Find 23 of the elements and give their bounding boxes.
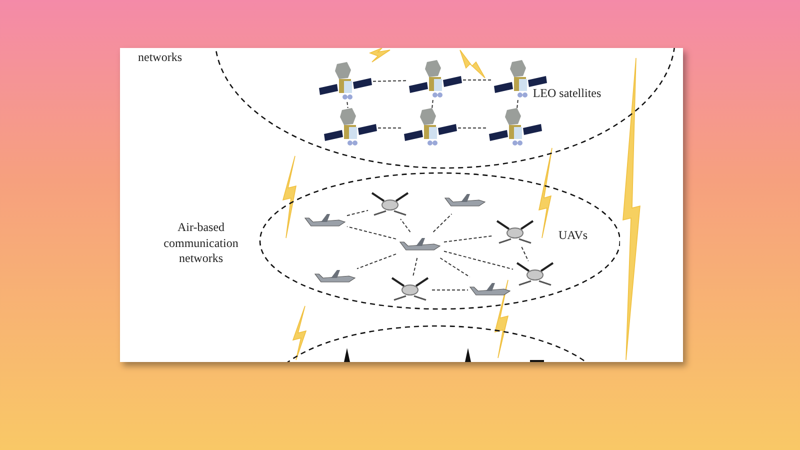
link-line bbox=[346, 226, 396, 240]
link-line bbox=[440, 258, 470, 278]
satellite-icon bbox=[322, 108, 378, 148]
satellite-icon bbox=[317, 62, 373, 102]
link-line bbox=[400, 218, 411, 232]
zone-label: Air-based communication networks bbox=[162, 220, 240, 267]
link-line bbox=[346, 102, 348, 108]
link-line bbox=[444, 235, 494, 242]
link-line bbox=[432, 100, 434, 108]
zone-label: LEO satellites bbox=[532, 86, 602, 102]
link-line bbox=[432, 214, 452, 232]
link-line bbox=[356, 254, 396, 270]
link-line bbox=[521, 246, 529, 262]
zone-label: networks bbox=[138, 50, 182, 66]
link-line bbox=[444, 250, 514, 270]
link-line bbox=[516, 100, 518, 108]
zone-label: UAVs bbox=[557, 228, 589, 244]
link-line bbox=[346, 210, 368, 216]
link-line bbox=[372, 80, 408, 82]
satellite-icon bbox=[487, 108, 543, 148]
link-line bbox=[412, 258, 418, 276]
satellite-icon bbox=[402, 108, 458, 148]
satellite-icon bbox=[407, 60, 463, 100]
